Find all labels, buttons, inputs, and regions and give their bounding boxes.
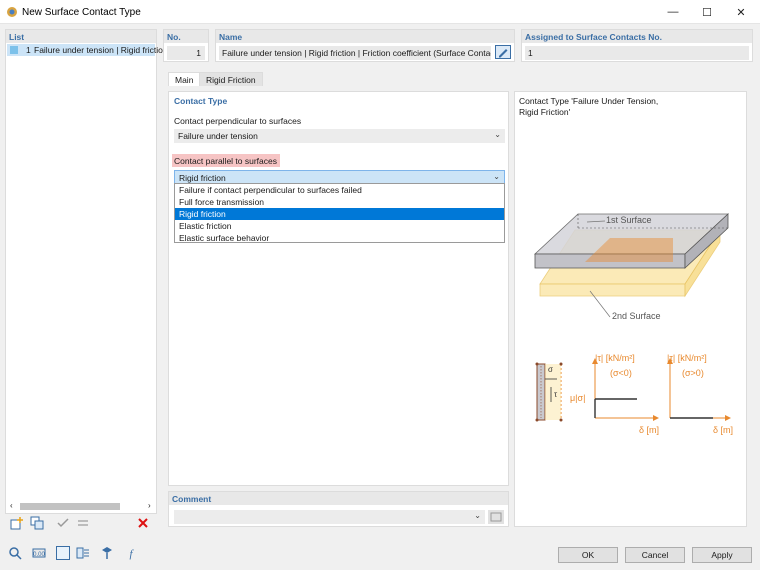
tab-rigid-friction[interactable]: Rigid Friction [199,72,263,86]
number-panel: No. 1 [163,29,209,62]
illustration-panel: Contact Type 'Failure Under Tension, Rig… [514,91,747,527]
copy-item-icon[interactable] [30,516,44,530]
illustration-caption-line2: Rigid Friction' [519,107,571,117]
comment-field[interactable]: ⌄ [174,510,485,524]
graph2-xlabel: δ [m] [713,425,734,435]
graph1-xlabel: δ [m] [639,425,660,435]
cancel-button[interactable]: Cancel [625,547,685,563]
search-icon[interactable] [8,546,22,560]
list-panel: List 1 Failure under tension | Rigid fri… [5,29,168,514]
contact-type-title: Contact Type [174,96,228,106]
surface-contact-illustration [533,213,731,422]
apply-button[interactable]: Apply [692,547,752,563]
chevron-down-icon: ⌄ [493,172,500,181]
comment-library-icon[interactable] [488,510,504,524]
title-bar: New Surface Contact Type — ☐ ✕ [0,0,760,24]
minimize-button[interactable]: — [667,6,679,18]
ok-button[interactable]: OK [558,547,618,563]
name-panel: Name Failure under tension | Rigid frict… [215,29,515,62]
surface1-label: 1st Surface [606,215,652,225]
info-icon[interactable] [100,546,114,560]
close-button[interactable]: ✕ [736,6,746,19]
number-header: No. [164,30,208,43]
perpendicular-label: Contact perpendicular to surfaces [174,116,302,126]
perpendicular-value: Failure under tension [178,131,258,141]
parallel-label: Contact parallel to surfaces [172,154,280,167]
sigma-label: σ [548,365,553,374]
graph2-ylabel2: (σ>0) [682,368,704,378]
list-header: List [6,30,156,43]
list-item-number: 1 [26,45,31,55]
svg-text:f: f [129,548,134,560]
new-item-icon[interactable] [10,516,24,530]
assigned-field[interactable]: 1 [525,46,749,60]
contact-type-panel: Contact Type Contact perpendicular to su… [168,91,509,486]
check-icon[interactable] [56,516,70,530]
chevron-down-icon: ⌄ [474,511,481,520]
option-rigid-friction[interactable]: Rigid friction [175,208,504,220]
assigned-panel: Assigned to Surface Contacts No. 1 [521,29,753,62]
list-toolbar [10,516,155,532]
graph1-ylabel2: (σ<0) [610,368,632,378]
app-icon [7,7,17,17]
maximize-button[interactable]: ☐ [702,6,712,19]
function-icon[interactable]: f [124,546,138,560]
name-header: Name [216,30,514,43]
list-item[interactable]: 1 Failure under tension | Rigid friction [7,44,168,56]
tab-main[interactable]: Main [168,72,201,86]
option-elastic-friction[interactable]: Elastic friction [179,221,232,231]
parallel-options-list: Failure if contact perpendicular to surf… [174,183,505,243]
uncheck-icon[interactable] [76,516,90,530]
scroll-right-icon[interactable]: › [148,501,151,510]
list-item-label: Failure under tension | Rigid friction [34,45,168,55]
list-scrollbar[interactable]: ‹ › [10,501,154,511]
option-failure-if-perpendicular-failed[interactable]: Failure if contact perpendicular to surf… [179,185,362,195]
svg-text:0.00: 0.00 [33,552,45,558]
scroll-thumb[interactable] [20,503,120,510]
option-full-force-transmission[interactable]: Full force transmission [179,197,265,207]
graph1-ylabel1: |τ| [kN/m²] [595,353,635,363]
option-elastic-surface-behavior[interactable]: Elastic surface behavior [179,233,270,243]
chevron-down-icon: ⌄ [494,130,501,139]
comment-panel: Comment ⌄ [168,491,509,527]
display-properties-icon[interactable] [76,546,90,560]
delete-icon[interactable] [136,516,150,530]
parallel-select[interactable]: Rigid friction ⌄ [174,170,505,184]
graph2-ylabel1: |τ| [kN/m²] [667,353,707,363]
surface2-label: 2nd Surface [612,311,661,321]
item-color-swatch [10,46,18,54]
illustration-caption-line1: Contact Type 'Failure Under Tension, [519,96,659,106]
number-field[interactable]: 1 [167,46,205,60]
assigned-header: Assigned to Surface Contacts No. [522,30,752,43]
graph1-mu-label: μ|σ| [570,393,586,403]
tau-label: τ [554,390,558,399]
perpendicular-select[interactable]: Failure under tension ⌄ [174,129,505,143]
parallel-value: Rigid friction [179,173,226,183]
units-icon[interactable]: 0.00 [32,546,46,560]
window-title: New Surface Contact Type [22,7,141,18]
bottom-toolbar: 0.00 f [8,546,148,562]
scroll-left-icon[interactable]: ‹ [10,501,13,510]
comment-header: Comment [169,492,508,505]
color-icon[interactable] [56,546,70,560]
name-field[interactable]: Failure under tension | Rigid friction |… [219,46,491,60]
edit-name-icon[interactable] [495,45,511,59]
